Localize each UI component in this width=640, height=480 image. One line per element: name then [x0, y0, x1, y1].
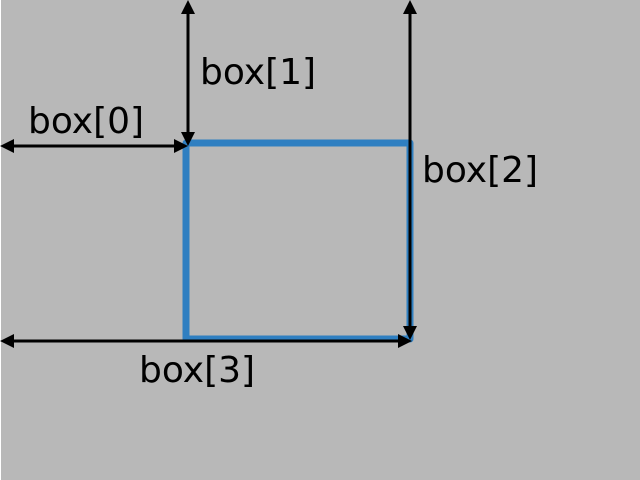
box-2-label: box[2] [422, 150, 538, 191]
box-2-arrow-head-bottom [403, 326, 417, 340]
box-2-arrow [403, 0, 417, 340]
box-1-arrow [181, 0, 195, 146]
box-3-arrow-head-left [0, 334, 14, 348]
box-0-label: box[0] [28, 101, 144, 142]
box-1-label: box[1] [200, 52, 316, 93]
box-3-label: box[3] [139, 350, 255, 391]
box-2-arrow-head-top [403, 0, 417, 14]
box-0-arrow [0, 139, 188, 153]
box-0-arrow-head-right [174, 139, 188, 153]
box-1-arrow-head-bottom [181, 132, 195, 146]
box-1-arrow-head-top [181, 0, 195, 14]
box-0-arrow-head-left [0, 139, 14, 153]
box-3-arrow-head-right [398, 334, 412, 348]
box-3-arrow [0, 334, 412, 348]
